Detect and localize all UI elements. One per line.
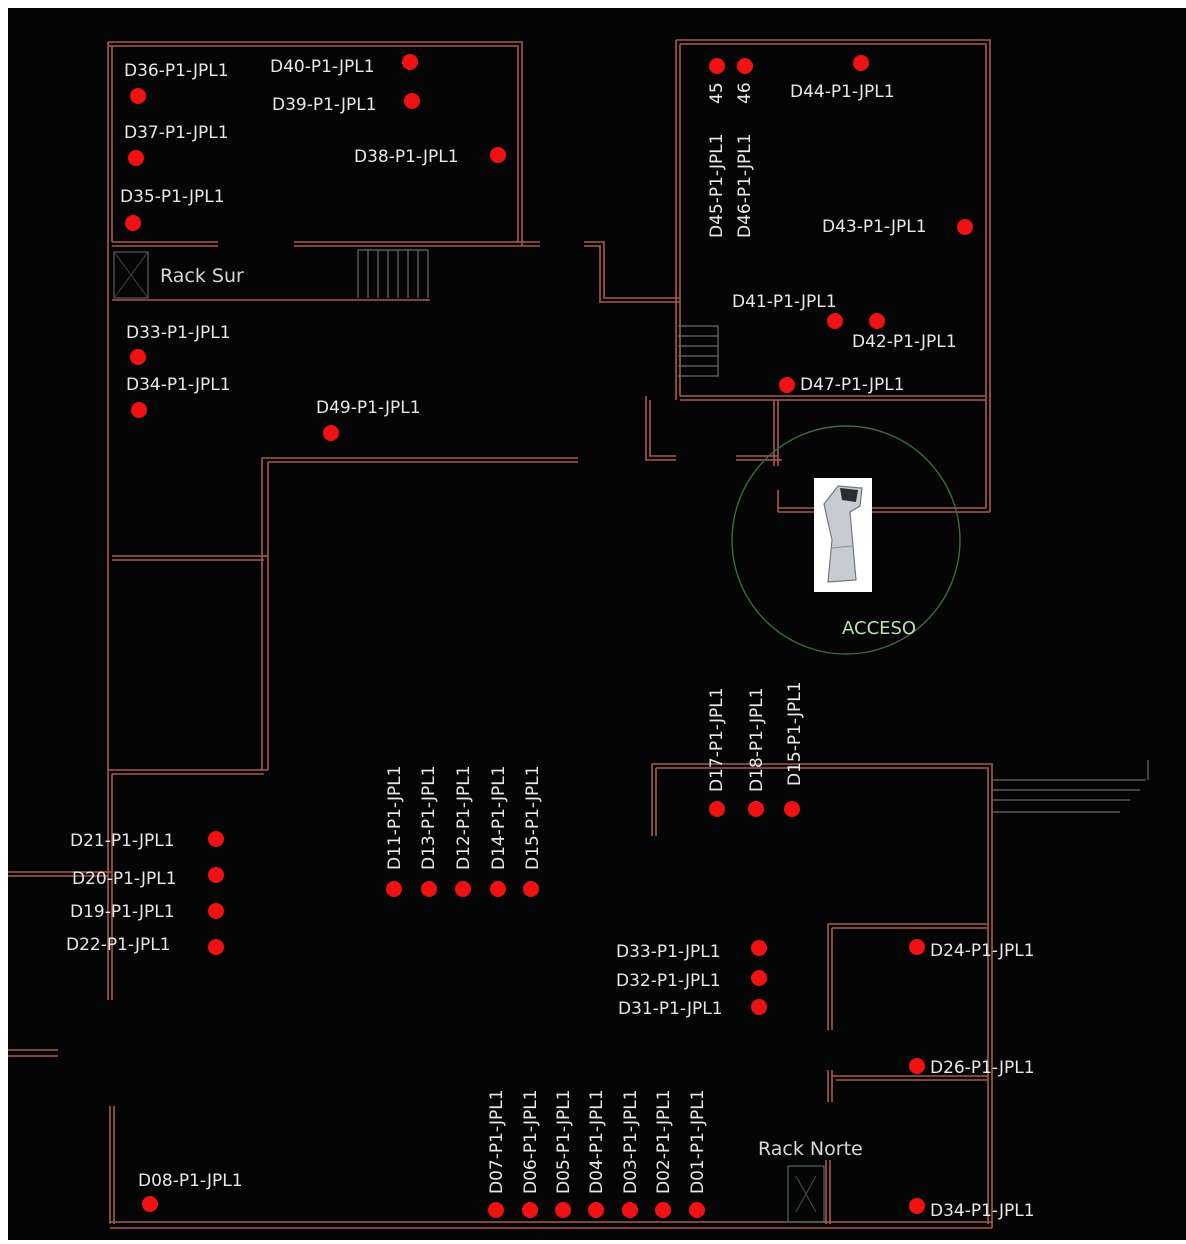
point-marker-d01[interactable] [689, 1202, 705, 1218]
access-zone [731, 425, 961, 655]
point-marker-d35[interactable] [125, 215, 141, 231]
stairs-icon [357, 249, 719, 377]
point-marker-d08[interactable] [142, 1196, 158, 1212]
point-label-d11: D11-P1-JPL1 [385, 765, 405, 870]
point-label-d26: D26-P1-JPL1 [930, 1058, 1035, 1078]
point-label-d49: D49-P1-JPL1 [316, 398, 421, 418]
point-marker-d40[interactable] [402, 54, 418, 70]
point-marker-d45[interactable] [709, 58, 725, 74]
point-label-d01: D01-P1-JPL1 [688, 1089, 708, 1194]
rack-norte-label: Rack Norte [758, 1138, 863, 1160]
rack-norte-icon [787, 1165, 825, 1223]
point-label-d18: D18-P1-JPL1 [747, 687, 767, 792]
room-labels: Rack Sur Rack Norte ACCESO [160, 265, 916, 1160]
point-marker-d39[interactable] [404, 93, 420, 109]
point-marker-d32[interactable] [751, 970, 767, 986]
network-points [125, 54, 973, 1218]
point-marker-d49[interactable] [323, 425, 339, 441]
point-marker-d22[interactable] [208, 939, 224, 955]
turnstile-kiosk-icon [814, 478, 872, 592]
walls [8, 39, 1149, 1229]
point-marker-d11[interactable] [386, 881, 402, 897]
point-label-d19: D19-P1-JPL1 [70, 902, 175, 922]
point-label-d31: D31-P1-JPL1 [618, 999, 723, 1019]
point-marker-d34-bottom[interactable] [909, 1198, 925, 1214]
point-label-d20: D20-P1-JPL1 [72, 869, 177, 889]
point-label-d39: D39-P1-JPL1 [272, 95, 377, 115]
point-marker-d20[interactable] [208, 867, 224, 883]
rack-sur-label: Rack Sur [160, 265, 244, 287]
point-marker-d37[interactable] [128, 150, 144, 166]
point-marker-d15-mid[interactable] [523, 881, 539, 897]
point-marker-d46[interactable] [737, 58, 753, 74]
point-label-d21: D21-P1-JPL1 [70, 831, 175, 851]
point-label-d45-short: 45 [707, 82, 727, 104]
point-label-d04: D04-P1-JPL1 [587, 1089, 607, 1194]
rack-sur-icon [113, 251, 149, 299]
point-marker-d38[interactable] [490, 147, 506, 163]
point-marker-d14[interactable] [490, 881, 506, 897]
point-marker-d44[interactable] [853, 55, 869, 71]
point-label-d42: D42-P1-JPL1 [852, 332, 957, 352]
point-label-d12: D12-P1-JPL1 [454, 765, 474, 870]
point-label-d46: D46-P1-JPL1 [735, 133, 755, 238]
point-marker-d06[interactable] [522, 1202, 538, 1218]
point-marker-d18[interactable] [748, 801, 764, 817]
point-marker-d42[interactable] [869, 313, 885, 329]
point-label-d45: D45-P1-JPL1 [707, 133, 727, 238]
point-marker-d34-top[interactable] [131, 402, 147, 418]
point-label-d03: D03-P1-JPL1 [621, 1089, 641, 1194]
point-marker-d12[interactable] [455, 881, 471, 897]
point-marker-d43[interactable] [957, 219, 973, 235]
point-label-d22: D22-P1-JPL1 [66, 935, 171, 955]
point-label-d37: D37-P1-JPL1 [124, 123, 229, 143]
point-marker-d24[interactable] [909, 939, 925, 955]
point-marker-d13[interactable] [421, 881, 437, 897]
point-labels: D36-P1-JPL1 D37-P1-JPL1 D35-P1-JPL1 D40-… [66, 57, 1035, 1221]
point-label-d36: D36-P1-JPL1 [124, 61, 229, 81]
point-marker-d19[interactable] [208, 903, 224, 919]
point-label-d34-top: D34-P1-JPL1 [126, 375, 231, 395]
point-label-d47: D47-P1-JPL1 [800, 375, 905, 395]
point-marker-d03[interactable] [622, 1202, 638, 1218]
point-label-d33-top: D33-P1-JPL1 [126, 323, 231, 343]
point-marker-d33-top[interactable] [130, 349, 146, 365]
point-label-d06: D06-P1-JPL1 [521, 1089, 541, 1194]
point-marker-d41[interactable] [827, 313, 843, 329]
point-marker-d17[interactable] [709, 801, 725, 817]
point-label-d35: D35-P1-JPL1 [120, 187, 225, 207]
point-label-d15-mid: D15-P1-JPL1 [523, 765, 543, 870]
point-label-d41: D41-P1-JPL1 [732, 292, 837, 312]
point-marker-d05[interactable] [555, 1202, 571, 1218]
point-label-d24: D24-P1-JPL1 [930, 941, 1035, 961]
point-label-d38: D38-P1-JPL1 [354, 147, 459, 167]
point-label-d08: D08-P1-JPL1 [138, 1171, 243, 1191]
point-marker-d07[interactable] [488, 1202, 504, 1218]
point-marker-d31[interactable] [751, 999, 767, 1015]
acceso-label: ACCESO [842, 618, 916, 639]
point-label-d43: D43-P1-JPL1 [822, 217, 927, 237]
point-label-d44: D44-P1-JPL1 [790, 82, 895, 102]
point-label-d02: D02-P1-JPL1 [654, 1089, 674, 1194]
point-label-d33-bottom: D33-P1-JPL1 [616, 942, 721, 962]
point-label-d46-short: 46 [735, 82, 755, 104]
point-label-d34-bottom: D34-P1-JPL1 [930, 1201, 1035, 1221]
point-marker-d36[interactable] [130, 88, 146, 104]
point-marker-d26[interactable] [909, 1058, 925, 1074]
point-label-d14: D14-P1-JPL1 [489, 765, 509, 870]
point-label-d15-right: D15-P1-JPL1 [785, 681, 805, 786]
point-label-d07: D07-P1-JPL1 [487, 1089, 507, 1194]
point-label-d13: D13-P1-JPL1 [419, 765, 439, 870]
point-marker-d33-bottom[interactable] [751, 940, 767, 956]
point-label-d40: D40-P1-JPL1 [270, 57, 375, 77]
point-label-d17: D17-P1-JPL1 [707, 687, 727, 792]
point-marker-d47[interactable] [779, 377, 795, 393]
point-marker-d15-right[interactable] [784, 801, 800, 817]
point-label-d32: D32-P1-JPL1 [616, 971, 721, 991]
point-marker-d04[interactable] [588, 1202, 604, 1218]
point-label-d05: D05-P1-JPL1 [554, 1089, 574, 1194]
point-marker-d02[interactable] [655, 1202, 671, 1218]
point-marker-d21[interactable] [208, 831, 224, 847]
